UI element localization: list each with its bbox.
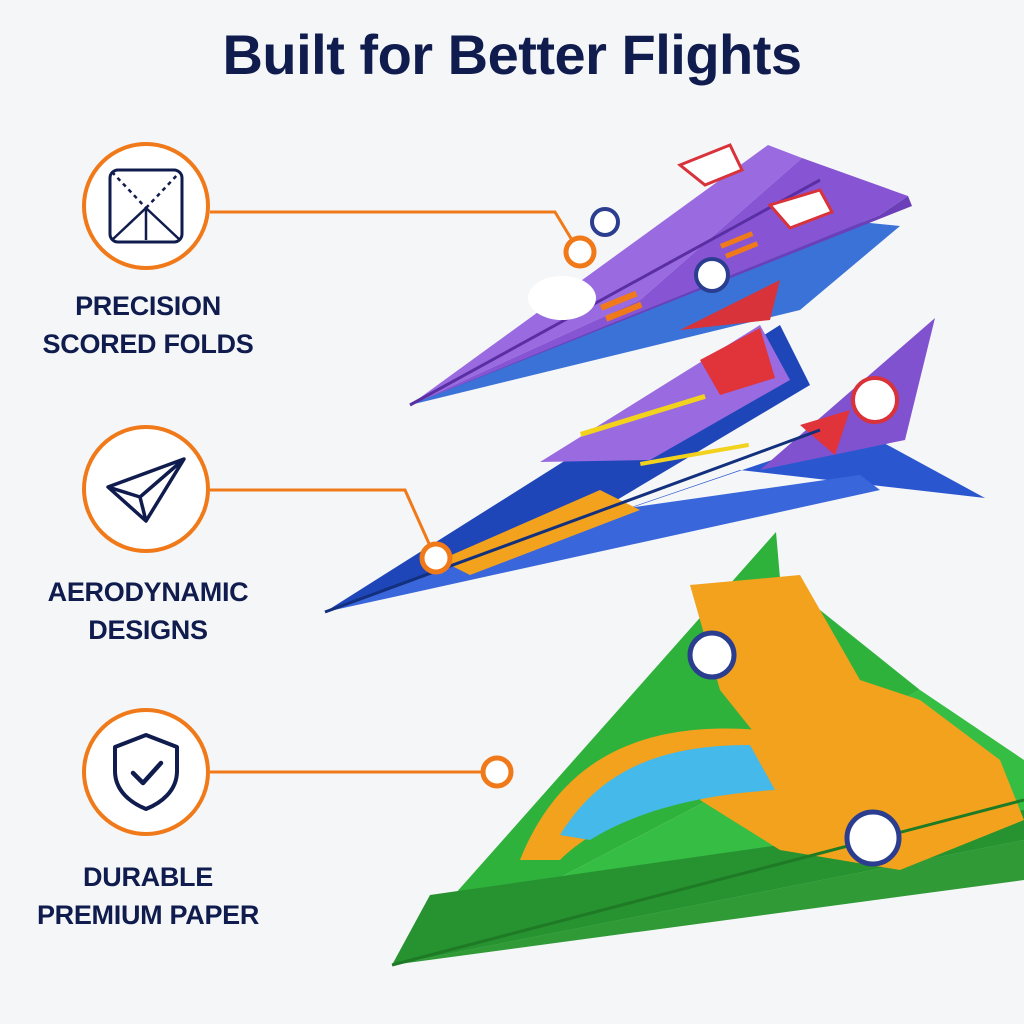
feature-icon-aerodynamic — [82, 425, 210, 553]
purple-jet-paper-plane — [409, 143, 912, 407]
headline: Built for Better Flights — [222, 23, 802, 86]
feature-label-aerodynamic: AERODYNAMIC DESIGNS — [47, 577, 249, 645]
fold-diagram-icon — [108, 168, 184, 244]
feature-label-durable: DURABLE PREMIUM PAPER — [36, 862, 260, 930]
callout-lines — [210, 210, 580, 774]
callout-dots — [419, 235, 597, 789]
feature-icon-precision — [82, 142, 210, 270]
blue-fighter-paper-plane — [324, 318, 985, 614]
shield-check-icon — [113, 733, 179, 811]
feature-label-precision: PRECISION SCORED FOLDS — [42, 291, 254, 359]
feature-icon-durable — [82, 708, 210, 836]
paper-plane-icon — [106, 457, 186, 523]
green-glider-paper-plane — [391, 532, 1024, 967]
